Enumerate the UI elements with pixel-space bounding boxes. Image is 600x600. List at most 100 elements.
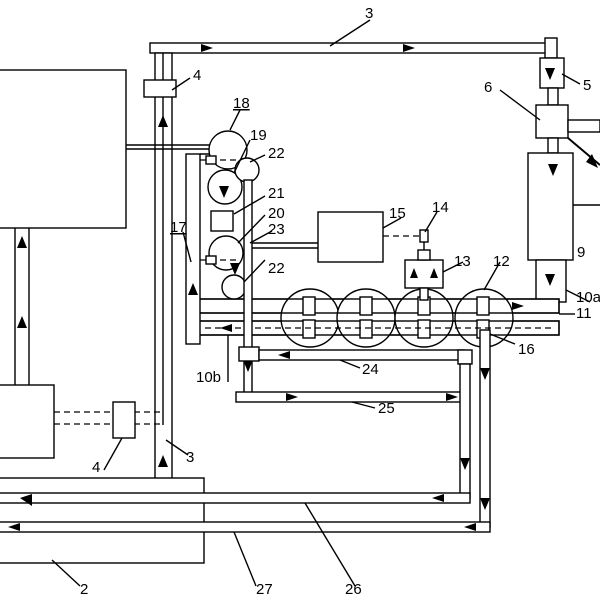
roll-22-lower — [221, 274, 247, 300]
arrow-down-26v — [460, 458, 470, 470]
arrow-right-25b — [446, 393, 458, 401]
roller-hub-2b — [359, 319, 373, 339]
label-17: 17 — [170, 219, 187, 236]
arrow-left-26b — [432, 494, 444, 502]
bearing-18 — [205, 155, 217, 165]
component-15 — [317, 211, 384, 263]
label-14: 14 — [432, 199, 449, 216]
bearing-20 — [205, 255, 217, 265]
component-6 — [535, 104, 569, 139]
label-21: 21 — [268, 185, 285, 202]
label-13: 13 — [454, 253, 471, 270]
leader-3-top — [329, 19, 371, 47]
pipe-6-out — [567, 119, 600, 133]
arrow-up-1 — [17, 236, 27, 248]
arrow-right-top-2 — [403, 44, 415, 52]
leader-20 — [237, 214, 266, 244]
arrow-down-10b — [243, 360, 253, 372]
lower-unit-block — [0, 384, 55, 459]
arrow-left-27 — [8, 523, 20, 531]
label-22-upper: 22 — [268, 145, 285, 162]
leader-27 — [233, 531, 257, 587]
arrow-right-top-1 — [201, 44, 213, 52]
roller-hub-1b — [302, 319, 316, 339]
label-3-bottom: 3 — [186, 449, 194, 466]
leader-25 — [351, 401, 376, 409]
pipe-6-to-9 — [547, 137, 559, 154]
arrow-down-5 — [545, 68, 555, 80]
pipe-25 — [235, 391, 469, 403]
component-13-stem — [419, 287, 429, 301]
arrow-up-17 — [188, 283, 198, 295]
leader-18 — [229, 109, 241, 131]
arrow-out-6 — [586, 154, 598, 168]
arrow-down-10a — [545, 274, 555, 286]
label-4-top: 4 — [193, 67, 201, 84]
label-23: 23 — [268, 221, 285, 238]
component-13 — [404, 259, 444, 289]
leader-4-top — [171, 77, 191, 91]
leader-3-bottom — [165, 439, 189, 456]
leader-21 — [233, 195, 266, 215]
label-20: 20 — [268, 205, 285, 222]
component-10b-box — [238, 346, 260, 362]
arrow-up-pipe3-low — [158, 455, 168, 467]
arrow-up-13a — [410, 268, 418, 278]
pipe-5-to-6 — [547, 87, 559, 106]
pipe-27-vertical — [479, 329, 491, 528]
label-26: 26 — [345, 581, 362, 598]
label-19: 19 — [250, 127, 267, 144]
roller-hub-3b — [417, 319, 431, 339]
joint-24 — [457, 349, 473, 365]
label-3-top: 3 — [365, 5, 373, 22]
arrow-left-24 — [278, 351, 290, 359]
arrow-left-27b — [464, 523, 476, 531]
roller-hub-2a — [359, 296, 373, 316]
arrow-up-2 — [17, 316, 27, 328]
label-4-bottom: 4 — [92, 459, 100, 476]
label-22-lower: 22 — [268, 260, 285, 277]
label-2: 2 — [80, 581, 88, 598]
pipe-26-vertical — [459, 363, 471, 499]
leader-22b — [243, 259, 266, 283]
roll-20 — [208, 235, 244, 271]
arrow-down-9 — [548, 164, 558, 176]
label-6: 6 — [484, 79, 492, 96]
arrow-right-25 — [286, 393, 298, 401]
roll-18 — [208, 130, 248, 170]
block-2 — [0, 477, 205, 564]
arrow-up-13b — [430, 268, 438, 278]
arrow-right-table — [512, 302, 524, 310]
frame-17 — [185, 153, 201, 345]
pipe-5-cap — [544, 37, 558, 59]
arrow-down-20 — [230, 263, 240, 275]
pipe-26 — [0, 492, 471, 504]
component-14 — [419, 229, 429, 243]
roller-hub-4a — [476, 296, 490, 316]
roll-22-upper — [234, 157, 260, 183]
label-18: 18 — [233, 95, 250, 112]
arrow-up-pipe3 — [158, 115, 168, 127]
leader-12 — [483, 261, 501, 291]
leader-19 — [233, 139, 251, 174]
main-unit-block — [0, 69, 127, 229]
leader-10a — [565, 289, 591, 303]
leader-4-bottom — [103, 437, 123, 471]
label-10b: 10b — [196, 369, 221, 386]
leader-16 — [489, 333, 516, 345]
label-24: 24 — [362, 361, 379, 378]
label-16: 16 — [518, 341, 535, 358]
leader-6 — [499, 89, 541, 121]
label-27: 27 — [256, 581, 273, 598]
component-4-bottom — [112, 401, 136, 439]
leader-17 — [182, 231, 192, 263]
leader-22a — [249, 154, 266, 163]
component-21 — [210, 210, 234, 232]
arrow-down-19 — [219, 186, 229, 198]
roller-hub-1a — [302, 296, 316, 316]
arrow-down-27v-b — [480, 498, 490, 510]
leader-13 — [442, 261, 464, 273]
label-25: 25 — [378, 400, 395, 417]
arrow-left-26 — [20, 494, 32, 506]
